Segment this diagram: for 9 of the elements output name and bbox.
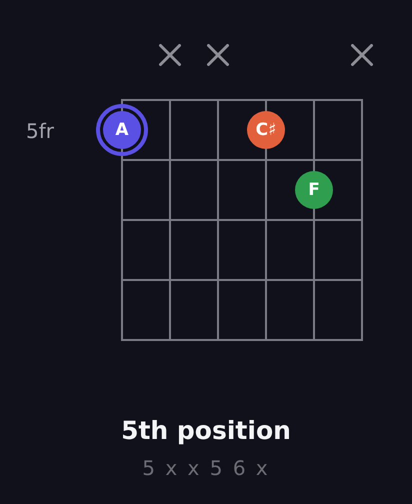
note-name: F	[308, 182, 320, 198]
note-name: A	[115, 122, 129, 138]
chord-title: 5th position	[121, 416, 291, 446]
note-marker	[295, 171, 333, 209]
fret-number-label: 5fr	[26, 119, 54, 143]
fingering-caption: 5 x x 5 6 x	[142, 456, 270, 480]
note-marker	[247, 111, 285, 149]
root-note-marker	[96, 104, 148, 156]
note-name: C♯	[256, 122, 276, 138]
